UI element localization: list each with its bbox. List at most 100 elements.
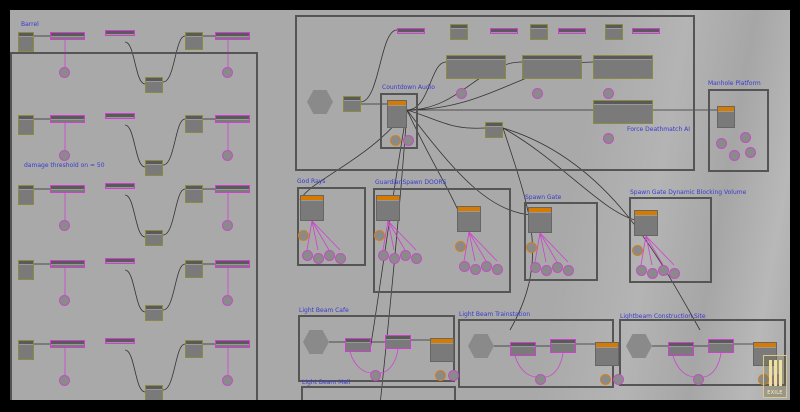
kismet-node[interactable] <box>50 185 85 193</box>
variable-node[interactable] <box>400 250 411 261</box>
variable-node[interactable] <box>298 230 309 241</box>
kismet-node[interactable] <box>185 115 203 133</box>
kismet-node[interactable] <box>530 24 548 40</box>
event-node[interactable] <box>303 330 329 354</box>
kismet-node[interactable] <box>387 100 407 128</box>
variable-node[interactable] <box>563 265 574 276</box>
kismet-node[interactable] <box>215 260 250 268</box>
variable-node[interactable] <box>335 253 346 264</box>
kismet-node[interactable] <box>18 260 34 280</box>
kismet-node[interactable] <box>50 32 85 40</box>
variable-node[interactable] <box>716 138 727 149</box>
variable-node[interactable] <box>435 370 446 381</box>
variable-node[interactable] <box>456 88 467 99</box>
variable-node[interactable] <box>552 262 563 273</box>
variable-node[interactable] <box>647 268 658 279</box>
variable-node[interactable] <box>613 374 624 385</box>
variable-node[interactable] <box>526 242 537 253</box>
kismet-node[interactable] <box>708 339 734 353</box>
kismet-node[interactable] <box>185 260 203 278</box>
kismet-node[interactable] <box>215 32 250 40</box>
variable-node[interactable] <box>492 264 503 275</box>
kismet-node[interactable] <box>450 24 468 40</box>
variable-node[interactable] <box>459 261 470 272</box>
variable-node[interactable] <box>470 264 481 275</box>
kismet-node[interactable] <box>185 185 203 203</box>
variable-node[interactable] <box>378 250 389 261</box>
kismet-node[interactable] <box>50 115 85 123</box>
variable-node[interactable] <box>455 241 466 252</box>
kismet-node[interactable] <box>50 340 85 348</box>
kismet-node[interactable] <box>753 342 777 366</box>
variable-node[interactable] <box>535 374 546 385</box>
variable-node[interactable] <box>745 147 756 158</box>
variable-node[interactable] <box>370 370 381 381</box>
kismet-node[interactable] <box>145 160 163 176</box>
kismet-node[interactable] <box>345 338 371 352</box>
variable-node[interactable] <box>530 262 541 273</box>
kismet-node[interactable] <box>634 210 658 236</box>
variable-node[interactable] <box>632 245 643 256</box>
kismet-node[interactable] <box>145 305 163 321</box>
variable-node[interactable] <box>59 67 70 78</box>
kismet-node[interactable] <box>632 28 660 34</box>
variable-node[interactable] <box>324 250 335 261</box>
variable-node[interactable] <box>532 88 543 99</box>
variable-node[interactable] <box>222 150 233 161</box>
kismet-node[interactable] <box>593 55 653 79</box>
kismet-node[interactable] <box>717 106 735 128</box>
variable-node[interactable] <box>59 150 70 161</box>
kismet-node[interactable] <box>668 342 694 356</box>
variable-node[interactable] <box>448 370 459 381</box>
event-node[interactable] <box>307 90 333 114</box>
variable-node[interactable] <box>636 265 647 276</box>
kismet-node[interactable] <box>430 338 454 362</box>
kismet-node[interactable] <box>595 342 619 366</box>
variable-node[interactable] <box>222 67 233 78</box>
kismet-node[interactable] <box>605 24 623 40</box>
variable-node[interactable] <box>222 295 233 306</box>
variable-node[interactable] <box>729 150 740 161</box>
kismet-node[interactable] <box>105 338 135 344</box>
variable-node[interactable] <box>374 230 385 241</box>
kismet-node[interactable] <box>215 115 250 123</box>
variable-node[interactable] <box>541 265 552 276</box>
kismet-node[interactable] <box>105 113 135 119</box>
kismet-node[interactable] <box>446 55 506 79</box>
variable-node[interactable] <box>59 220 70 231</box>
variable-node[interactable] <box>390 135 401 146</box>
kismet-node[interactable] <box>185 340 203 358</box>
kismet-node[interactable] <box>510 342 536 356</box>
variable-node[interactable] <box>669 268 680 279</box>
variable-node[interactable] <box>603 133 614 144</box>
kismet-node[interactable] <box>300 195 324 221</box>
variable-node[interactable] <box>403 135 414 146</box>
variable-node[interactable] <box>658 265 669 276</box>
kismet-node[interactable] <box>50 260 85 268</box>
kismet-node[interactable] <box>18 185 34 205</box>
kismet-node[interactable] <box>145 77 163 93</box>
kismet-node[interactable] <box>343 96 361 112</box>
kismet-node[interactable] <box>145 385 163 400</box>
variable-node[interactable] <box>411 253 422 264</box>
variable-node[interactable] <box>59 375 70 386</box>
kismet-node[interactable] <box>215 340 250 348</box>
kismet-node[interactable] <box>485 122 503 138</box>
variable-node[interactable] <box>222 375 233 386</box>
variable-node[interactable] <box>222 220 233 231</box>
variable-node[interactable] <box>740 132 751 143</box>
variable-node[interactable] <box>600 374 611 385</box>
kismet-node[interactable] <box>18 340 34 360</box>
variable-node[interactable] <box>603 88 614 99</box>
variable-node[interactable] <box>389 253 400 264</box>
kismet-node[interactable] <box>105 183 135 189</box>
variable-node[interactable] <box>59 295 70 306</box>
kismet-node[interactable] <box>397 28 425 34</box>
kismet-node[interactable] <box>105 30 135 36</box>
variable-node[interactable] <box>481 261 492 272</box>
kismet-node[interactable] <box>145 230 163 246</box>
kismet-node[interactable] <box>522 55 582 79</box>
kismet-node[interactable] <box>18 32 34 52</box>
kismet-node[interactable] <box>185 32 203 50</box>
kismet-node[interactable] <box>558 28 586 34</box>
